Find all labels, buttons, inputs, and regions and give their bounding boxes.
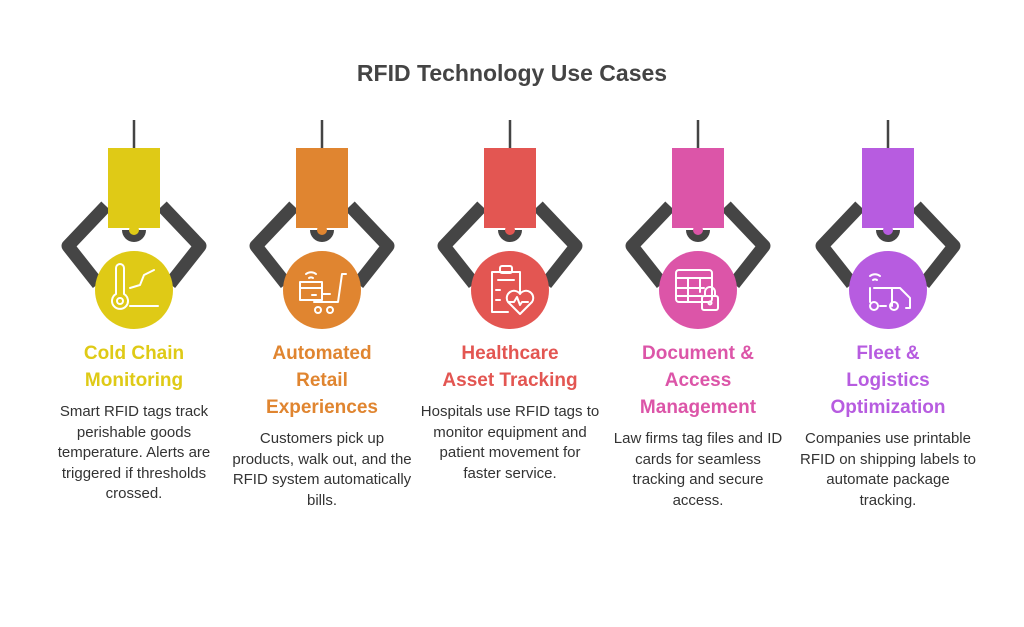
claw-illustration — [249, 120, 395, 329]
heading-line: Automated — [272, 343, 372, 364]
heading-line: Logistics — [846, 370, 930, 391]
claw-illustration — [815, 120, 961, 329]
claw-illustration — [437, 120, 583, 329]
icon-circle — [95, 251, 173, 329]
use-case-description: Companies use printable RFID on shipping… — [800, 430, 976, 509]
heading-line: Fleet & — [856, 343, 920, 364]
heading-line: Management — [639, 397, 757, 418]
heading-line: Document & — [642, 343, 754, 364]
heading-line: Asset Tracking — [442, 370, 578, 391]
clipboard-heart-icon — [491, 265, 535, 315]
use-case-description: Hospitals use RFID tags to monitor equip… — [420, 403, 600, 482]
claw-illustration — [61, 120, 207, 329]
heading-line: Optimization — [830, 397, 946, 418]
icon-circle — [849, 251, 927, 329]
diagram-title: RFID Technology Use Cases — [356, 60, 668, 86]
truck-signal-icon — [869, 273, 911, 311]
cart-card-icon — [299, 271, 347, 314]
table-lock-icon — [675, 269, 719, 311]
icon-circle — [659, 251, 737, 329]
heading-line: Access — [664, 370, 732, 391]
heading-line: Healthcare — [461, 343, 559, 364]
claw-illustration — [625, 120, 771, 329]
heading-line: Monitoring — [84, 370, 184, 391]
heading-line: Cold Chain — [83, 343, 185, 364]
use-case-description: Law firms tag files and ID cards for sea… — [613, 430, 783, 509]
use-case-description: Smart RFID tags track perishable goods t… — [57, 403, 211, 502]
heading-line: Experiences — [266, 397, 378, 418]
use-case-description: Customers pick up products, walk out, an… — [232, 430, 412, 509]
heading-line: Retail — [296, 370, 348, 391]
thermometer-chart-icon — [111, 263, 159, 310]
icon-circle — [471, 251, 549, 329]
